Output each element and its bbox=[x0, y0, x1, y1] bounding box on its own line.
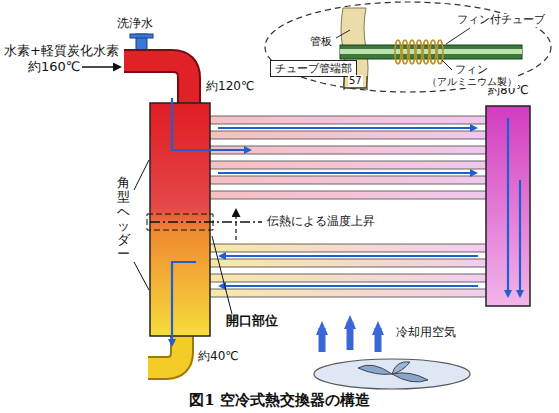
dimension-label: 57 bbox=[348, 75, 363, 87]
part-name: 管板 bbox=[309, 36, 333, 49]
temperature-label: 約160℃ bbox=[28, 60, 80, 75]
note-label: 冷却用空気 bbox=[396, 326, 456, 340]
figure-caption: 図1 空冷式熱交換器の構造 bbox=[0, 391, 559, 410]
part-name: 開口部位 bbox=[226, 314, 278, 329]
part-name: （アルミニウム製） bbox=[426, 76, 518, 88]
part-name: 角型ヘッダー bbox=[117, 176, 130, 262]
note-label: 伝熱による温度上昇 bbox=[266, 215, 376, 229]
temperature-label: 約40℃ bbox=[198, 350, 239, 364]
part-name: フィン bbox=[454, 64, 489, 77]
part-name: フィン付チューブ bbox=[456, 14, 546, 27]
callout-box: チューブ管端部 bbox=[270, 60, 357, 77]
fluid-label: 水素+軽質炭化水素 bbox=[4, 44, 119, 59]
temperature-label: 約120℃ bbox=[206, 80, 254, 94]
callout-text: チューブ管端部 bbox=[275, 62, 352, 75]
note-label: 洗浄水 bbox=[117, 17, 153, 31]
